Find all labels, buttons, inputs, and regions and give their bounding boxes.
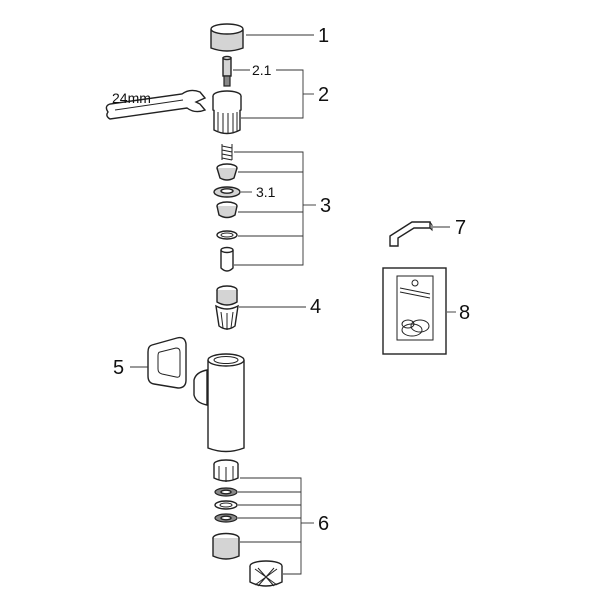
- part-3-1-washer: [213, 186, 241, 198]
- label-part-1: 1: [318, 25, 329, 47]
- label-part-7: 7: [455, 217, 466, 239]
- wrench-24mm: [105, 89, 207, 120]
- part-6-end-cap: [212, 532, 240, 560]
- part-5-rosette-plate: [147, 336, 187, 389]
- label-part-5: 5: [113, 357, 124, 379]
- part-7-clip: [389, 221, 433, 247]
- label-part-8: 8: [459, 302, 470, 324]
- label-part-2-1: 2.1: [252, 62, 272, 78]
- part-2-headpart: [212, 90, 242, 135]
- part-3-sleeve: [220, 246, 234, 272]
- part-3-check-valve: [216, 201, 238, 219]
- label-part-3: 3: [320, 195, 331, 217]
- part-3-o-ring: [216, 230, 238, 240]
- leader-lines: [130, 34, 456, 575]
- label-wrench-size: 24mm: [112, 90, 151, 106]
- main-valve-body: [193, 353, 245, 453]
- part-3-valve-seat: [216, 163, 238, 181]
- label-part-6: 6: [318, 513, 329, 535]
- label-part-2: 2: [318, 84, 329, 106]
- label-part-4: 4: [310, 296, 321, 318]
- part-8-seal-kit: [382, 267, 447, 355]
- part-6-strainer: [249, 560, 283, 587]
- part-2-1-spindle: [222, 55, 232, 87]
- part-6-seal-2: [214, 500, 238, 510]
- part-4-cartridge: [215, 285, 239, 330]
- part-6-seal-3: [214, 513, 238, 523]
- part-6-seal-1: [214, 487, 238, 497]
- part-3-spring: [221, 144, 233, 161]
- label-part-3-1: 3.1: [256, 184, 276, 200]
- part-6-nut: [213, 459, 239, 482]
- part-1-cap: [210, 23, 244, 52]
